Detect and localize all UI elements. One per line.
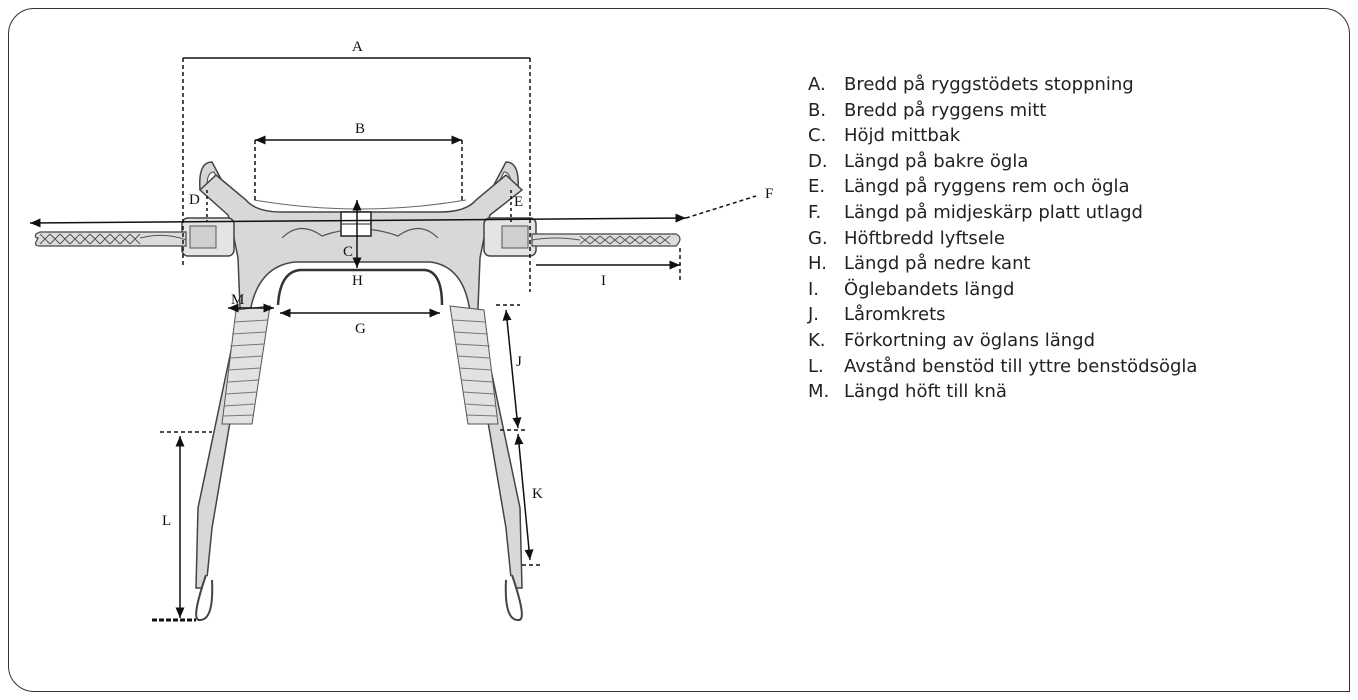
legend-text: Längd på ryggens rem och ögla (844, 176, 1130, 198)
legend-item-i: I. Öglebandets längd (808, 277, 1197, 303)
legend-key: F. (808, 201, 822, 223)
right-leg-stripes (451, 319, 498, 417)
legend-key: M. (808, 381, 830, 403)
legend-text: Längd på midjeskärp platt utlagd (844, 201, 1143, 223)
legend-key: H. (808, 253, 827, 275)
legend-key: C. (808, 125, 827, 147)
legend-text: Förkortning av öglans längd (844, 329, 1096, 351)
label-e: E (514, 194, 523, 210)
legend-text: Låromkrets (844, 304, 946, 326)
legend-text: Höftbredd lyftsele (844, 227, 1005, 249)
left-leg-stripes (222, 319, 269, 417)
legend-item-a: A. Bredd på ryggstödets stoppning (808, 72, 1197, 98)
legend-item-k: K. Förkortning av öglans längd (808, 328, 1197, 354)
legend-item-c: C. Höjd mittbak (808, 123, 1197, 149)
label-f: F (765, 186, 773, 202)
dimension-legend: A. Bredd på ryggstödets stoppning B. Bredd… (808, 72, 1197, 405)
legend-item-m: M. Längd höft till knä (808, 379, 1197, 405)
legend-key: J. (808, 304, 820, 326)
legend-item-f: F. Längd på midjeskärp platt utlagd (808, 200, 1197, 226)
diagram-frame (8, 8, 1350, 692)
legend-text: Öglebandets längd (844, 278, 1015, 300)
legend-item-d: D. Längd på bakre ögla (808, 149, 1197, 175)
sling-body (181, 161, 537, 621)
label-l: L (162, 513, 171, 529)
right-leg-loop (504, 574, 523, 621)
legend-key: B. (808, 99, 827, 121)
label-d: D (189, 192, 200, 208)
legend-text: Bredd på ryggstödets stoppning (844, 74, 1134, 95)
right-waist-strap (531, 233, 681, 247)
label-k: K (532, 486, 543, 502)
label-c: C (343, 244, 353, 260)
legend-key: D. (808, 150, 828, 172)
legend-key: E. (808, 176, 826, 198)
legend-text: Avstånd benstöd till yttre benstödsögla (844, 355, 1198, 377)
legend-key: L. (808, 355, 824, 377)
legend-key: G. (808, 227, 828, 249)
label-a: A (352, 39, 363, 55)
legend-item-g: G. Höftbredd lyftsele (808, 226, 1197, 252)
legend-key: A. (808, 74, 826, 95)
legend-text: Längd på bakre ögla (844, 150, 1029, 172)
legend-text: Längd höft till knä (844, 381, 1007, 403)
legend-text: Längd på nedre kant (844, 253, 1031, 275)
legend-item-e: E. Längd på ryggens rem och ögla (808, 174, 1197, 200)
label-i: I (601, 273, 606, 289)
legend-item-h: H. Längd på nedre kant (808, 251, 1197, 277)
label-m: M (231, 292, 244, 308)
legend-text: Bredd på ryggens mitt (844, 99, 1047, 121)
legend-text: Höjd mittbak (844, 125, 961, 147)
right-leg-padding (449, 305, 499, 425)
label-j: J (516, 354, 522, 370)
legend-key: I. (808, 278, 820, 300)
left-leg-loop (195, 574, 214, 621)
label-g: G (355, 321, 366, 337)
legend-item-l: L. Avstånd benstöd till yttre benstödsögl… (808, 354, 1197, 380)
label-h: H (352, 273, 363, 289)
legend-item-j: J. Låromkrets (808, 302, 1197, 328)
left-waist-strap (34, 231, 187, 247)
dimension-labels: A B C D E F G H I J K L M (162, 39, 773, 529)
legend-item-b: B. Bredd på ryggens mitt (808, 98, 1197, 124)
legend-key: K. (808, 329, 826, 351)
dimension-lines (29, 57, 757, 622)
label-b: B (355, 121, 365, 137)
left-leg-padding (221, 305, 271, 425)
